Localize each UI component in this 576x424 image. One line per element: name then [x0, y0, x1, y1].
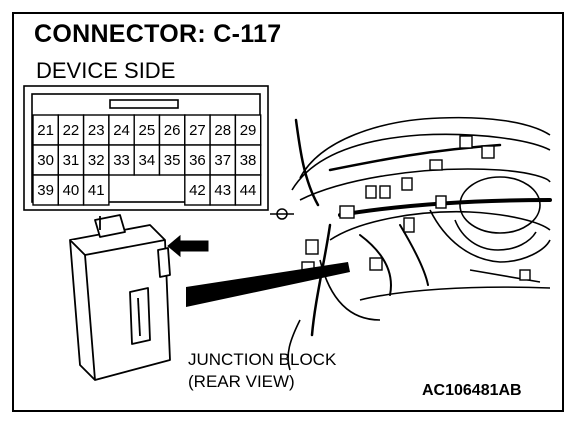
- pin-number-22: 22: [63, 122, 80, 139]
- pin-number-42: 42: [189, 182, 206, 199]
- pin-number-25: 25: [139, 122, 156, 139]
- pin-number-33: 33: [113, 152, 130, 169]
- mounting-clip: [270, 208, 294, 220]
- pin-cell-22: [57, 114, 85, 146]
- connector-side-label: DEVICE SIDE: [36, 58, 176, 83]
- figure-frame: [12, 12, 564, 412]
- pin-number-34: 34: [139, 152, 156, 169]
- wire-harness: [294, 118, 552, 337]
- pin-number-26: 26: [164, 122, 181, 139]
- pin-number-40: 40: [63, 182, 80, 199]
- pin-number-37: 37: [214, 152, 231, 169]
- connector-title: CONNECTOR: C-117: [34, 20, 282, 48]
- location-leader: [186, 262, 350, 307]
- pin-number-31: 31: [63, 152, 80, 169]
- figure-code: AC106481AB: [422, 382, 522, 399]
- pin-number-39: 39: [37, 182, 54, 199]
- pin-cell-44: [234, 174, 262, 206]
- pin-number-35: 35: [164, 152, 181, 169]
- pin-number-38: 38: [240, 152, 257, 169]
- pin-number-30: 30: [37, 152, 54, 169]
- pin-number-43: 43: [214, 182, 231, 199]
- junction-block-label-line2: (REAR VIEW): [188, 372, 295, 391]
- junction-block-label: JUNCTION BLOCK (REAR VIEW): [188, 349, 336, 393]
- pin-number-27: 27: [189, 122, 206, 139]
- pin-cell-43: [209, 174, 237, 206]
- pin-number-44: 44: [240, 182, 257, 199]
- pin-cell-33: [108, 144, 135, 176]
- junction-block-label-line1: JUNCTION BLOCK: [188, 350, 337, 369]
- pin-number-28: 28: [214, 122, 231, 139]
- pin-cell-24: [108, 114, 135, 146]
- pin-cell-39: [32, 174, 59, 206]
- pin-number-36: 36: [189, 152, 206, 169]
- pin-cell-41: [82, 174, 110, 206]
- pin-grid: 21 22 23 24 25 26 27 28 29 30 31 32 33 34 35 36 37 38 39 40…: [32, 114, 262, 206]
- pin-number-23: 23: [88, 122, 105, 139]
- junction-block: [69, 214, 171, 381]
- pin-cell-37: [209, 144, 237, 176]
- pin-number-21: 21: [37, 122, 54, 139]
- pin-cell-35: [158, 144, 186, 176]
- pin-cell-34: [133, 144, 161, 176]
- pin-number-24: 24: [113, 122, 130, 139]
- pin-number-41: 41: [88, 182, 105, 199]
- pin-number-32: 32: [88, 152, 105, 169]
- pin-number-29: 29: [240, 122, 257, 139]
- pin-cell-38: [234, 144, 262, 176]
- connector-arrow: [167, 234, 209, 258]
